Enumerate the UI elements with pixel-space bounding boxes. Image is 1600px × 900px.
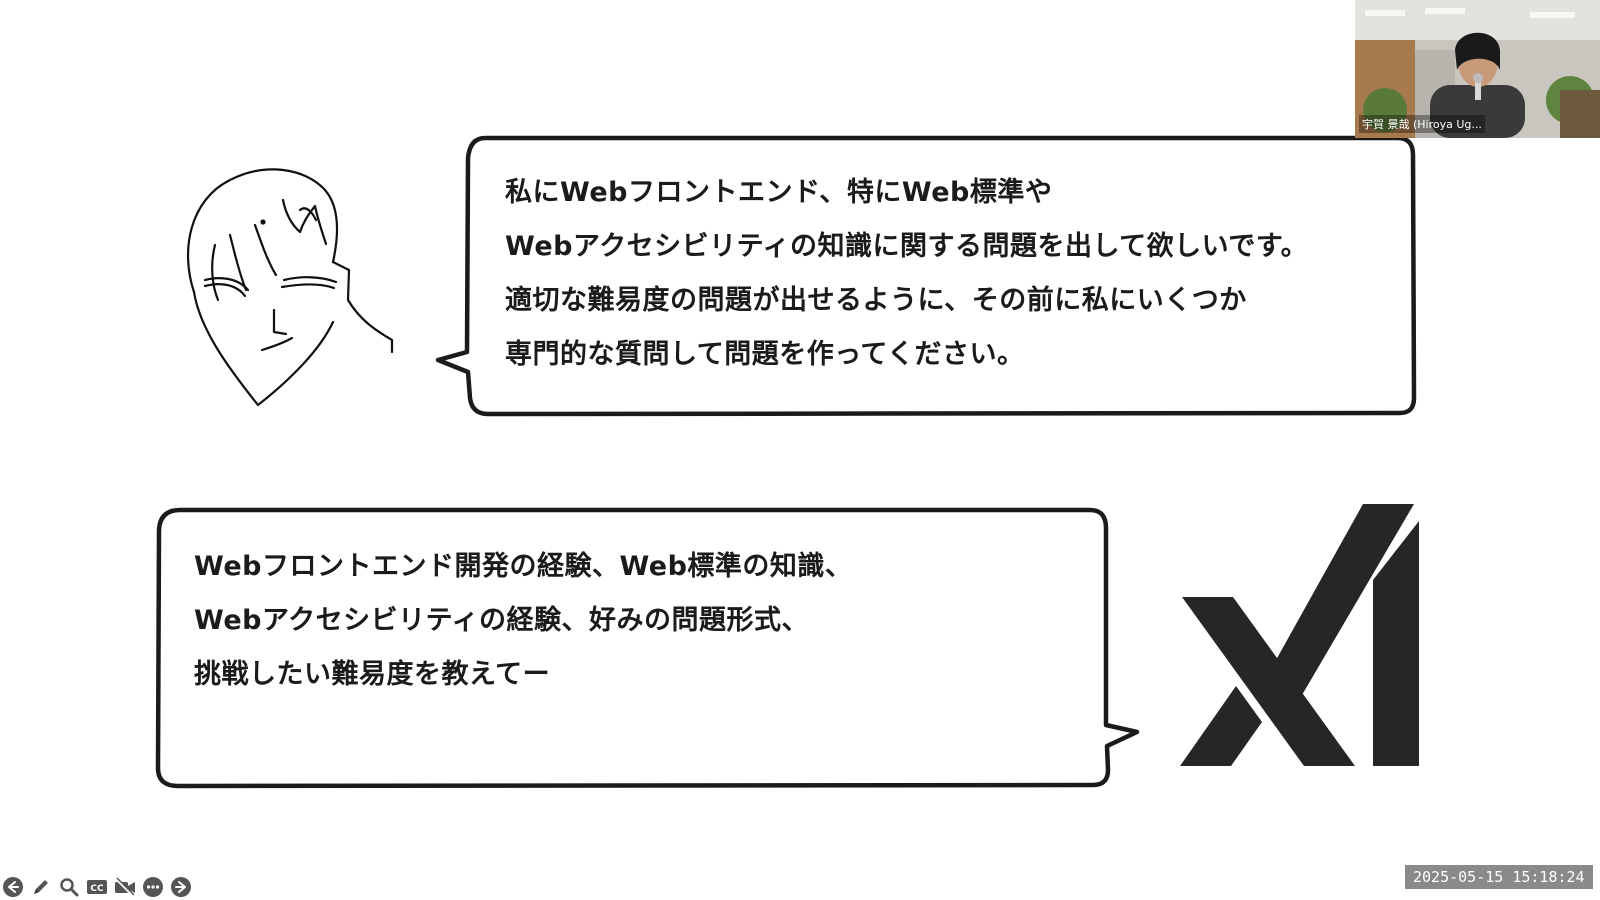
presentation-toolbar: CC [2,876,192,898]
camera-toggle-button[interactable] [114,876,136,898]
user-bubble-line: 適切な難易度の問題が出せるように、その前に私にいくつか [505,285,1247,316]
captions-icon: CC [87,880,107,894]
pen-tool-button[interactable] [30,876,52,898]
user-bubble-line: 専門的な質問して問題を作ってください。 [505,339,1025,370]
svg-text:CC: CC [90,884,104,894]
next-icon [171,877,191,897]
ai-bubble-line: Webアクセシビリティの経験、好みの問題形式、 [194,605,809,636]
user-bubble-line: 私にWebフロントエンド、特にWeb標準や [505,177,1053,208]
ai-bubble-line: 挑戦したい難易度を教えてー [194,659,551,690]
ai-bubble-line: Webフロントエンド開発の経験、Web標準の知識、 [194,551,853,582]
user-bubble-line: Webアクセシビリティの知識に関する問題を出して欲しいです。 [505,231,1309,262]
previous-icon [3,877,23,897]
ai-bubble-text: Webフロントエンド開発の経験、Web標準の知識、 Webアクセシビリティの経験… [194,540,852,702]
zoom-button[interactable] [58,876,80,898]
more-icon [143,877,163,897]
camera-off-icon [115,877,135,897]
user-bubble-text: 私にWebフロントエンド、特にWeb標準や Webアクセシビリティの知識に関する… [505,166,1308,382]
zoom-icon [60,878,79,897]
webcam-video-feed [1355,0,1600,138]
user-sketch-avatar [186,168,394,407]
participant-name: 宇賀 景哉 (Hiroya Ug... [1359,115,1485,133]
more-options-button[interactable] [142,876,164,898]
next-slide-button[interactable] [170,876,192,898]
captions-button[interactable]: CC [86,876,108,898]
previous-slide-button[interactable] [2,876,24,898]
participant-video-thumbnail[interactable]: 宇賀 景哉 (Hiroya Ug... [1355,0,1600,138]
xai-logo [1180,504,1419,766]
pen-icon [34,880,48,894]
recording-timestamp: 2025-05-15 15:18:24 [1405,865,1593,889]
